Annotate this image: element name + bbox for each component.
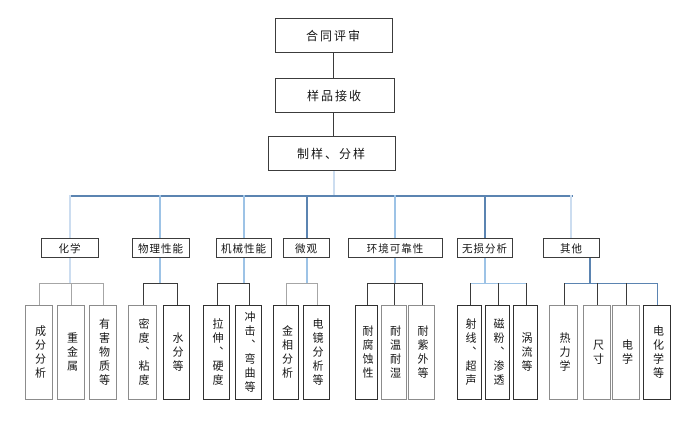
leaf-composition-analysis-label: 成分分析: [33, 324, 46, 381]
leaf-stub-line: [177, 283, 178, 305]
leaf-electrochemistry-label: 电化学等: [651, 324, 664, 381]
branch-drop-line: [69, 195, 71, 238]
distribution-line: [70, 195, 573, 197]
leaf-dimensions: 尺寸: [583, 305, 611, 400]
leaf-density-viscosity: 密度、粘度: [128, 305, 157, 400]
leaf-radiography-ultrasonic: 射线、超声: [457, 305, 482, 400]
leaf-hazardous-substances-label: 有害物质等: [97, 317, 110, 388]
node-sample-receiving: 样品接收: [275, 78, 395, 113]
leaf-temp-humidity-resistance-label: 耐温耐湿: [388, 324, 401, 381]
flow-connector-line: [333, 113, 334, 136]
leaf-stub-line: [249, 283, 250, 305]
node-physical-properties: 物理性能: [132, 238, 190, 258]
leaf-stub-line: [367, 283, 368, 305]
node-others-label: 其他: [560, 243, 583, 255]
leaf-corrosion-resistance-label: 耐腐蚀性: [361, 324, 373, 381]
leaf-stub-line: [317, 283, 318, 305]
leaf-moisture: 水分等: [163, 305, 190, 400]
branch-stem-line: [394, 258, 396, 283]
leaf-stub-line: [470, 283, 471, 305]
node-mechanical-properties-label: 机械性能: [221, 243, 267, 255]
leaf-stub-line: [286, 283, 287, 305]
node-sample-receiving-label: 样品接收: [306, 89, 363, 103]
node-sample-preparation-label: 制样、分样: [296, 147, 367, 161]
leaf-heavy-metals: 重金属: [57, 305, 85, 400]
node-chemistry: 化学: [41, 238, 99, 258]
branch-drop-line: [306, 195, 308, 238]
node-physical-properties-label: 物理性能: [138, 243, 184, 255]
group-connector-line: [564, 283, 657, 284]
leaf-composition-analysis: 成分分析: [25, 305, 53, 400]
branch-drop-line: [570, 195, 572, 238]
leaf-metallographic-analysis: 金相分析: [273, 305, 299, 400]
leaf-stub-line: [394, 283, 395, 305]
leaf-stub-line: [626, 283, 627, 305]
leaf-magnetic-penetrant: 磁粉、渗透: [485, 305, 510, 400]
leaf-radiography-ultrasonic-label: 射线、超声: [464, 317, 476, 388]
group-connector-line: [143, 283, 177, 284]
leaf-tensile-hardness: 拉伸、硬度: [203, 305, 230, 400]
leaf-electrical: 电学: [612, 305, 640, 400]
leaf-electrochemistry: 电化学等: [643, 305, 671, 400]
root-drop-line: [333, 171, 335, 195]
leaf-electron-microscope-analysis: 电镜分析等: [303, 305, 330, 400]
leaf-stub-line: [143, 283, 144, 305]
leaf-eddy-current-label: 涡流等: [520, 331, 532, 374]
node-environmental-reliability: 环境可靠性: [348, 238, 443, 258]
node-ndt-analysis: 无损分析: [457, 238, 513, 258]
leaf-uv-resistance: 耐紫外等: [408, 305, 435, 400]
leaf-impact-bending-label: 冲击、弯曲等: [243, 310, 255, 395]
leaf-stub-line: [217, 283, 218, 305]
node-microscopic: 微观: [283, 238, 330, 258]
branch-stem-line: [306, 258, 308, 283]
group-connector-line: [217, 283, 249, 284]
leaf-stub-line: [564, 283, 565, 305]
leaf-dimensions-label: 尺寸: [591, 338, 604, 367]
leaf-impact-bending: 冲击、弯曲等: [235, 305, 262, 400]
branch-drop-line: [159, 195, 161, 238]
group-connector-line: [286, 283, 317, 284]
leaf-stub-line: [657, 283, 658, 305]
leaf-thermodynamics: 热力学: [549, 305, 578, 400]
leaf-stub-line: [422, 283, 423, 305]
flow-connector-line: [333, 53, 334, 78]
leaf-moisture-label: 水分等: [171, 331, 183, 374]
leaf-stub-line: [103, 283, 104, 305]
leaf-stub-line: [498, 283, 499, 305]
node-microscopic-label: 微观: [295, 243, 318, 255]
leaf-stub-line: [39, 283, 40, 305]
leaf-thermodynamics-label: 热力学: [558, 331, 570, 374]
node-environmental-reliability-label: 环境可靠性: [366, 243, 425, 255]
node-contract-review: 合同评审: [275, 18, 393, 53]
leaf-density-viscosity-label: 密度、粘度: [137, 317, 149, 388]
branch-stem-line: [243, 258, 245, 283]
leaf-electron-microscope-analysis-label: 电镜分析等: [311, 317, 323, 388]
branch-drop-line: [394, 195, 396, 238]
branch-stem-line: [589, 258, 591, 283]
node-sample-preparation: 制样、分样: [268, 136, 396, 171]
leaf-magnetic-penetrant-label: 磁粉、渗透: [492, 317, 504, 388]
leaf-eddy-current: 涡流等: [513, 305, 538, 400]
leaf-corrosion-resistance: 耐腐蚀性: [355, 305, 378, 400]
node-contract-review-label: 合同评审: [305, 29, 362, 43]
node-others: 其他: [543, 238, 600, 258]
branch-stem-line: [69, 258, 71, 283]
leaf-metallographic-analysis-label: 金相分析: [280, 324, 293, 381]
branch-stem-line: [159, 258, 161, 283]
node-mechanical-properties: 机械性能: [216, 238, 272, 258]
leaf-stub-line: [71, 283, 72, 305]
leaf-stub-line: [597, 283, 598, 305]
leaf-heavy-metals-label: 重金属: [65, 331, 78, 374]
leaf-hazardous-substances: 有害物质等: [89, 305, 117, 400]
leaf-temp-humidity-resistance: 耐温耐湿: [381, 305, 407, 400]
leaf-uv-resistance-label: 耐紫外等: [416, 324, 428, 381]
leaf-stub-line: [526, 283, 527, 305]
branch-drop-line: [484, 195, 486, 238]
leaf-electrical-label: 电学: [620, 338, 633, 367]
branch-drop-line: [243, 195, 245, 238]
leaf-tensile-hardness-label: 拉伸、硬度: [211, 317, 223, 388]
node-ndt-analysis-label: 无损分析: [462, 243, 508, 255]
branch-stem-line: [484, 258, 486, 283]
node-chemistry-label: 化学: [58, 243, 82, 255]
